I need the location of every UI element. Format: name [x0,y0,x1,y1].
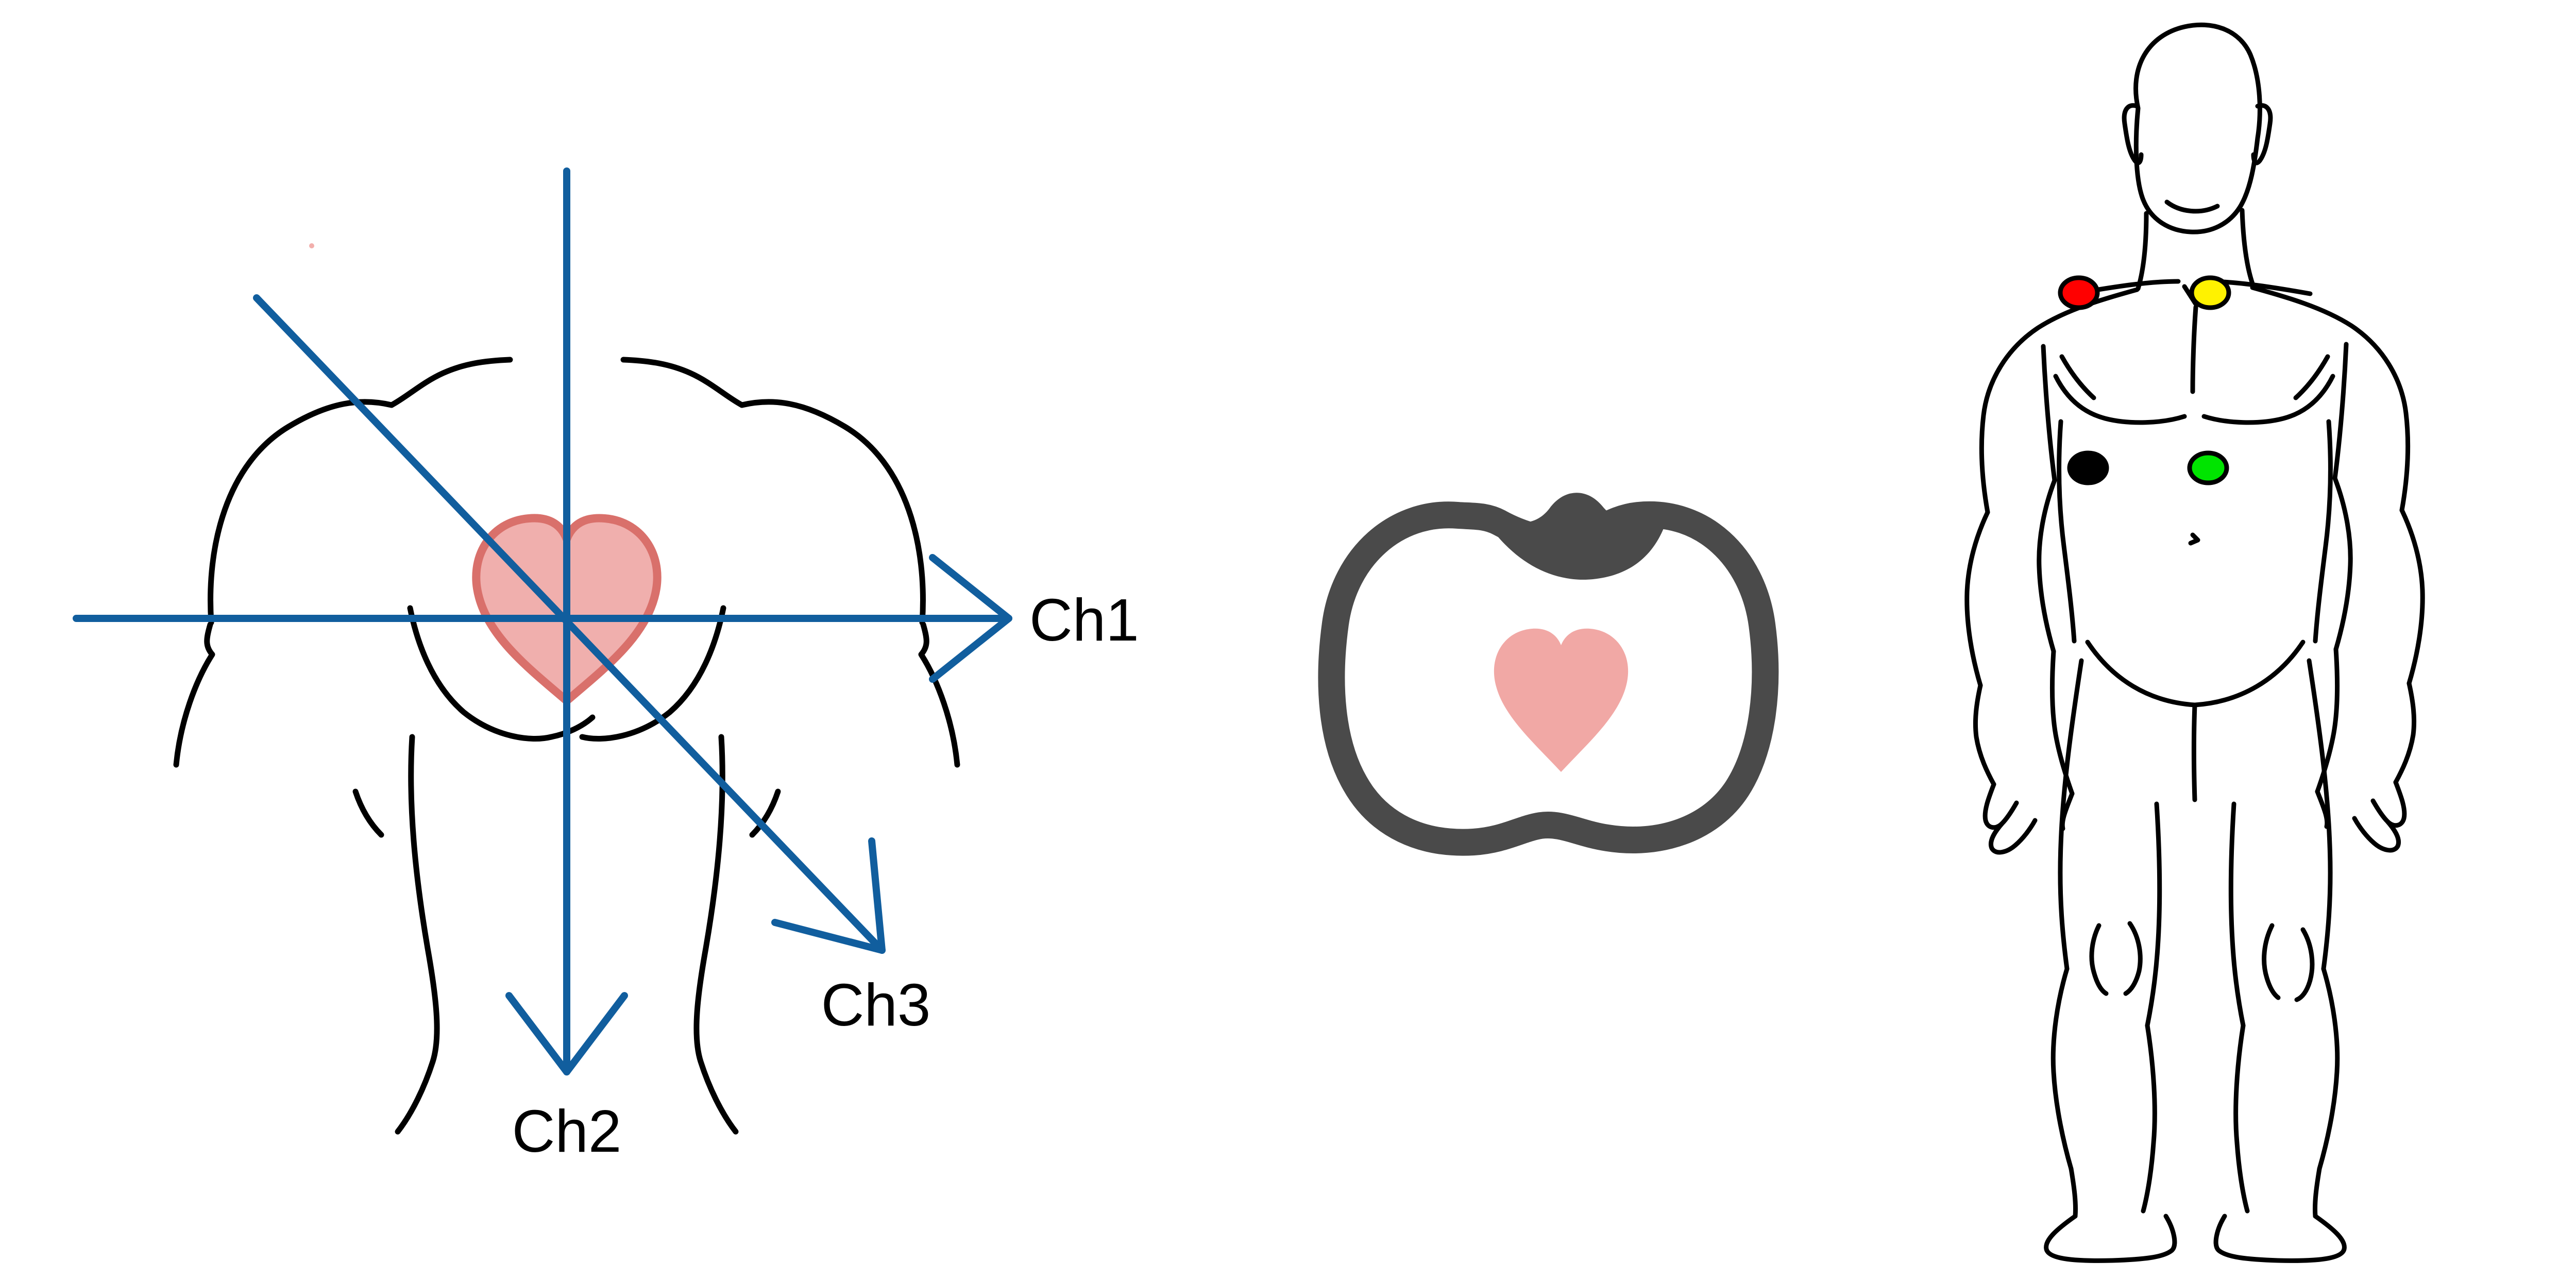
section-heart-icon [1494,628,1629,772]
transverse-section-panel [1318,493,1779,856]
ch3-arrowhead-icon [771,837,886,954]
electrode-red[interactable] [2058,275,2100,310]
ch2-arrowhead-icon [505,992,628,1075]
ch1-label: Ch1 [1029,586,1139,653]
torso-sketch [173,357,960,1135]
head-outline [2122,22,2273,291]
vertebral-bulge-icon [1480,493,1669,580]
electrode-green[interactable] [2187,450,2229,485]
lead-vector-panel: Ch1 Ch2 Ch3 [73,167,1139,1165]
ch2-label: Ch2 [512,1098,622,1165]
torso-outline [1964,279,2425,855]
pink-speck-artifact [309,243,314,248]
ch3-axis-line [253,294,886,954]
thorax-wall-outline [1318,493,1779,856]
electrode-placement-panel [1964,22,2425,1263]
legs-outline [2044,658,2347,1263]
electrode-black[interactable] [2067,450,2109,485]
ch1-arrowhead-icon [929,554,1012,683]
electrode-yellow[interactable] [2189,275,2231,310]
electrode-group [2058,275,2231,485]
ch1-axis: Ch1 [73,554,1139,683]
ch3-label: Ch3 [821,971,931,1038]
ch3-axis: Ch3 [253,294,931,1038]
